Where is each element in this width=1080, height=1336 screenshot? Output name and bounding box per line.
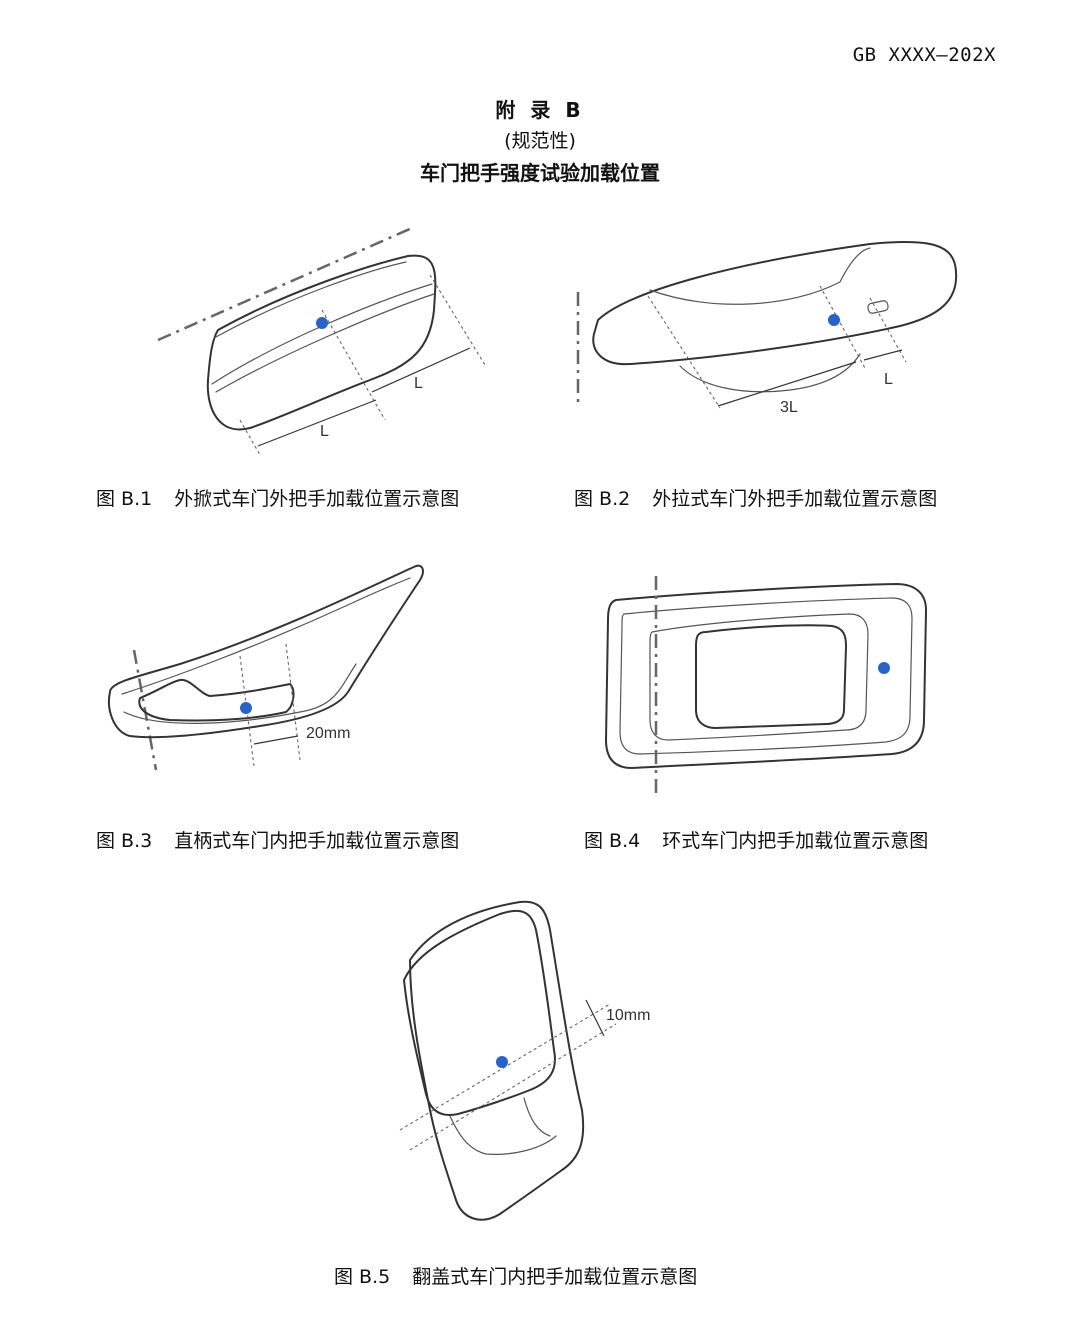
handle-groove-line (211, 283, 433, 385)
figure-b3-caption: 图 B.3 直柄式车门内把手加载位置示意图 (96, 826, 459, 853)
reference-axis-line (132, 649, 158, 771)
cavity-line (523, 1097, 551, 1137)
load-point-marker (828, 314, 840, 326)
dimension-line (717, 361, 857, 407)
figure-caption-text: 直柄式车门内把手加载位置示意图 (174, 830, 460, 852)
figure-number: 图 B.4 (584, 830, 641, 852)
dimension-line (371, 347, 471, 393)
handle-bezel-outline (108, 564, 424, 739)
ring-inner-outline (619, 597, 913, 755)
figure-b5-caption: 图 B.5 翻盖式车门内把手加载位置示意图 (334, 1262, 697, 1289)
handle-groove-line (215, 293, 435, 393)
dimension-label: L (320, 423, 329, 440)
lever-outline (138, 678, 295, 722)
handle-outline (206, 254, 437, 431)
load-point-marker (240, 702, 252, 714)
figure-caption-text: 翻盖式车门内把手加载位置示意图 (412, 1266, 698, 1288)
figure-caption-text: 环式车门内把手加载位置示意图 (662, 830, 929, 852)
figure-b1-caption: 图 B.1 外掀式车门外把手加载位置示意图 (96, 484, 459, 511)
extension-line (239, 419, 261, 456)
cavity-line (449, 1115, 557, 1155)
extension-line (285, 643, 301, 761)
handle-frame-outline (409, 900, 585, 1221)
load-point-marker (878, 662, 890, 674)
flap-outline (403, 909, 556, 1116)
extension-line (869, 297, 907, 363)
figure-b3-drawing: 20mm (100, 560, 430, 780)
figure-caption-text: 外拉式车门外把手加载位置示意图 (652, 488, 938, 510)
ring-outer-outline (605, 583, 927, 769)
dimension-label: L (884, 371, 893, 388)
figure-number: 图 B.5 (334, 1266, 391, 1288)
dimension-line (253, 735, 299, 745)
handle-edge-line (213, 261, 407, 339)
extension-line (321, 309, 386, 421)
dimension-line (585, 999, 605, 1037)
figure-caption-text: 外掀式车门外把手加载位置示意图 (174, 488, 460, 510)
ring-recess-outline (649, 613, 869, 741)
extension-line (647, 295, 721, 409)
standard-code: GB XXXX—202X (852, 44, 996, 66)
figure-b2-caption: 图 B.2 外拉式车门外把手加载位置示意图 (574, 484, 937, 511)
keyhole-icon (867, 300, 889, 314)
extension-line (409, 1023, 617, 1151)
handle-underside-line (679, 353, 861, 393)
dimension-label: 20mm (306, 725, 350, 742)
bezel-inner-line (121, 577, 411, 695)
extension-line (819, 285, 867, 371)
handle-outline (592, 240, 958, 366)
dimension-line (257, 399, 377, 447)
figure-number: 图 B.1 (96, 488, 153, 510)
appendix-nature: (规范性) (504, 130, 576, 152)
dimension-line (863, 349, 903, 361)
extension-line (429, 274, 486, 366)
appendix-subject: 车门把手强度试验加载位置 (420, 161, 660, 185)
bezel-inner-line (123, 663, 357, 724)
dimension-label: 3L (780, 399, 798, 416)
load-point-marker (316, 317, 328, 329)
figure-b2-drawing: 3L L (570, 230, 970, 430)
figure-b4-caption: 图 B.4 环式车门内把手加载位置示意图 (584, 826, 928, 853)
load-point-marker (496, 1056, 508, 1068)
figure-number: 图 B.2 (574, 488, 631, 510)
appendix-title: 附 录 B (495, 98, 585, 122)
figure-b1-drawing: L L (140, 180, 500, 470)
handle-recess-line (649, 247, 871, 305)
dimension-label: L (414, 375, 423, 392)
figure-b4-drawing (596, 570, 936, 800)
figure-b5-drawing: 10mm (390, 900, 680, 1230)
figure-number: 图 B.3 (96, 830, 153, 852)
dimension-label: 10mm (606, 1007, 650, 1024)
grip-window-outline (695, 624, 847, 729)
reference-axis-line (157, 226, 413, 342)
